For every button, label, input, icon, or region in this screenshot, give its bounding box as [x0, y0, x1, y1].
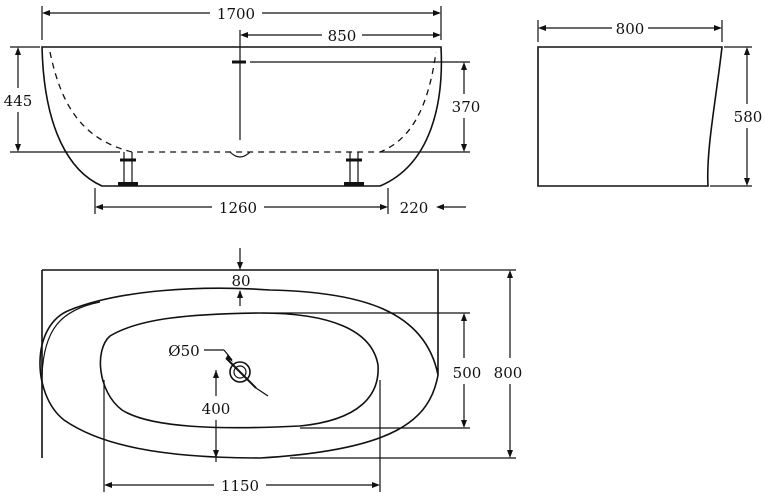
- plan-drain-icon: [225, 357, 269, 397]
- dim-plan-overall-width: 800: [494, 364, 523, 382]
- dim-plan-inner-length: 1150: [221, 477, 259, 495]
- dim-side-leg-span: 1260: [219, 199, 257, 217]
- plan-view-inner-basin: [99, 312, 379, 429]
- end-view: 800 580: [537, 20, 763, 187]
- dim-side-water-depth: 370: [452, 98, 481, 116]
- dim-plan-inner-width: 500: [453, 364, 482, 382]
- dim-end-height: 580: [734, 108, 763, 126]
- dim-side-end-offset: 220: [400, 199, 429, 217]
- plan-view: 80 Ø50 400 500 800 1150: [39, 248, 523, 495]
- end-view-outline: [537, 46, 723, 187]
- dim-plan-rim-width: 80: [231, 272, 250, 290]
- right-leg: [344, 152, 364, 186]
- side-view-drain: [229, 151, 251, 158]
- dim-side-total-height: 445: [4, 92, 33, 110]
- side-view: 1700 850 445 370 1260 220: [4, 5, 481, 217]
- plan-view-rim: [41, 301, 101, 376]
- left-leg: [118, 152, 138, 186]
- side-view-inner-dashed: [49, 51, 437, 153]
- dim-side-overall-length: 1700: [217, 5, 255, 23]
- dim-plan-drain-diameter: Ø50: [168, 342, 199, 360]
- dim-plan-drain-offset: 400: [202, 400, 231, 418]
- side-view-tub-outline: [41, 46, 443, 187]
- plan-view-outer-outline: [39, 269, 439, 459]
- dim-end-width: 800: [616, 20, 645, 38]
- dim-side-center-offset: 850: [328, 27, 357, 45]
